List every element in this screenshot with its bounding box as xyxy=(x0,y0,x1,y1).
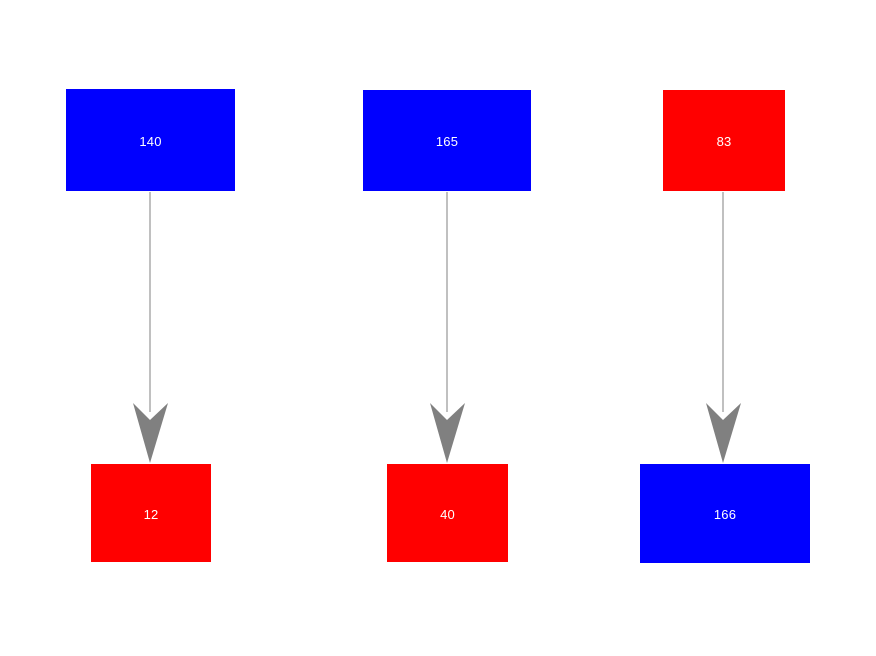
node-label: 40 xyxy=(440,506,455,522)
arrowhead-icon xyxy=(706,403,741,463)
node-label: 165 xyxy=(435,134,459,149)
node-165[interactable]: 165 xyxy=(363,90,531,191)
node-label: 140 xyxy=(139,133,162,149)
node-12[interactable]: 12 xyxy=(91,464,211,562)
node-166[interactable]: 166 xyxy=(640,464,810,563)
node-40[interactable]: 40 xyxy=(387,464,508,562)
node-label: 83 xyxy=(716,134,732,149)
edge-83-166[interactable] xyxy=(706,192,741,463)
edge-140-12[interactable] xyxy=(133,192,168,463)
node-83[interactable]: 83 xyxy=(663,90,785,191)
node-label: 12 xyxy=(143,506,159,522)
arrowhead-icon xyxy=(133,403,168,463)
edge-165-40[interactable] xyxy=(430,192,465,463)
node-label: 166 xyxy=(713,507,737,522)
node-140[interactable]: 140 xyxy=(66,89,235,191)
arrowhead-icon xyxy=(430,403,465,463)
